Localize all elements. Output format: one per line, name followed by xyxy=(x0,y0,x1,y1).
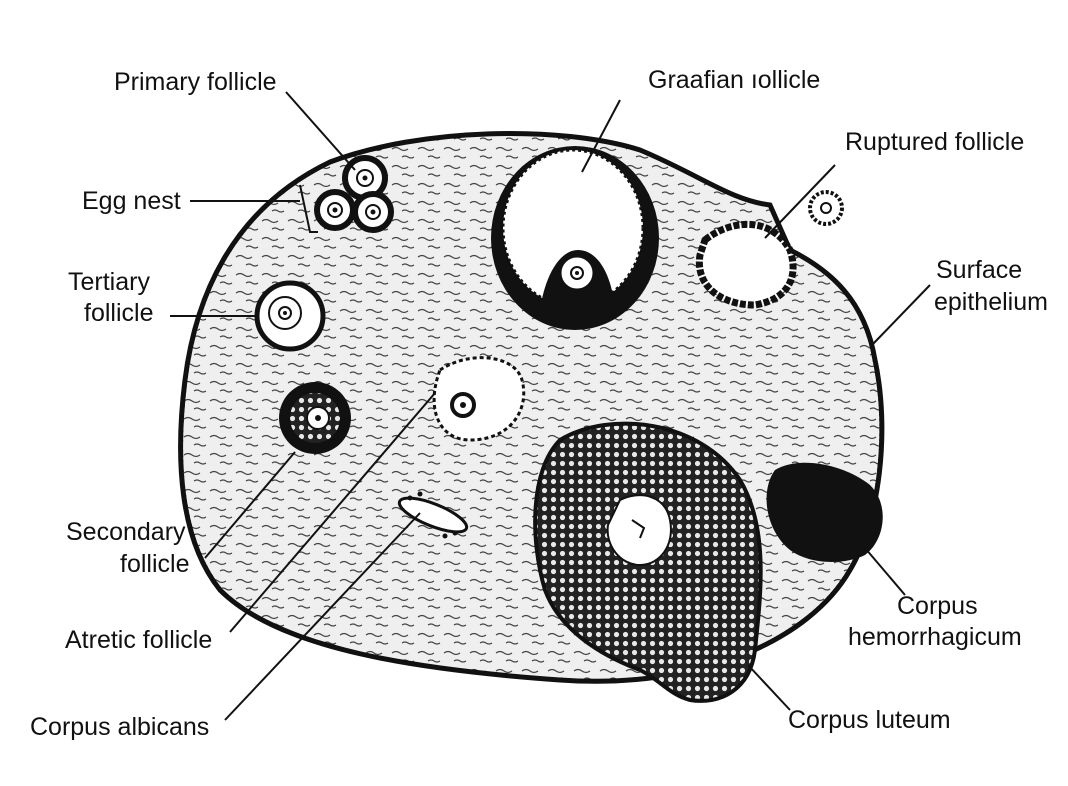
atretic-follicle xyxy=(432,356,526,442)
label-atretic-follicle: Atretic follicle xyxy=(65,626,212,654)
label-graafian-follicle: Graafian ıollicle xyxy=(648,66,820,94)
egg-nest xyxy=(299,155,394,233)
label-tertiary-follicle-line2: follicle xyxy=(84,299,153,327)
corpus-hemorrhagicum xyxy=(766,462,883,562)
label-corpus-luteum: Corpus luteum xyxy=(788,706,951,734)
label-corpus-hemorrhagicum-line2: hemorrhagicum xyxy=(848,623,1022,651)
corpus-albicans xyxy=(397,491,469,539)
corpus-luteum xyxy=(533,421,763,703)
leader-lines xyxy=(170,91,931,721)
labels: Primary follicle Graafian ıollicle Ruptu… xyxy=(30,66,1048,741)
label-ruptured-follicle: Ruptured follicle xyxy=(845,128,1024,156)
primary-follicle-right xyxy=(352,191,394,233)
label-corpus-albicans: Corpus albicans xyxy=(30,713,209,741)
label-secondary-follicle-line1: Secondary xyxy=(66,518,186,546)
label-secondary-follicle-line2: follicle xyxy=(120,550,189,578)
label-corpus-hemorrhagicum-line1: Corpus xyxy=(897,592,978,620)
label-primary-follicle: Primary follicle xyxy=(114,68,277,96)
ruptured-follicle xyxy=(695,190,844,309)
secondary-follicle xyxy=(279,382,351,454)
label-tertiary-follicle-line1: Tertiary xyxy=(68,268,150,296)
label-egg-nest: Egg nest xyxy=(82,187,181,215)
primary-follicle-left xyxy=(314,189,356,231)
label-surface-epithelium-line1: Surface xyxy=(936,256,1022,284)
label-surface-epithelium-line2: epithelium xyxy=(934,288,1048,316)
graafian-follicle xyxy=(491,146,659,330)
tertiary-follicle xyxy=(254,280,326,352)
